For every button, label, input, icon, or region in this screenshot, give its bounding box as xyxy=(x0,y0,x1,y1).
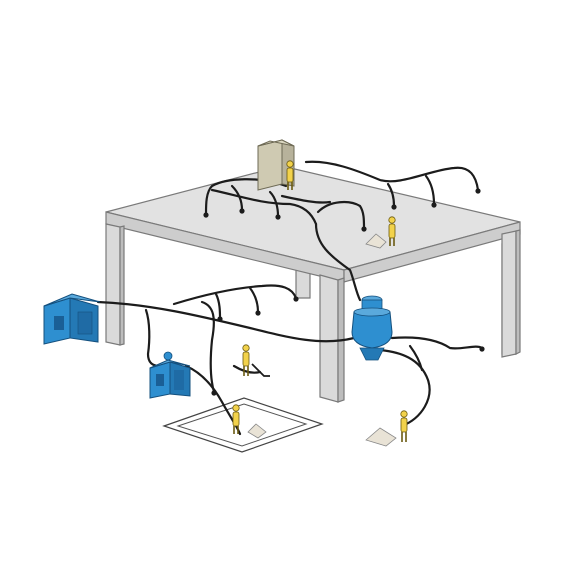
material-pile xyxy=(365,427,397,447)
worker-at-cabinet xyxy=(286,160,294,190)
hose-network-lower xyxy=(96,284,484,436)
mobile-vacuum-unit xyxy=(149,351,191,399)
material-pile xyxy=(247,423,267,439)
cyclone-separator xyxy=(351,295,393,361)
worker-on-platform xyxy=(365,216,396,249)
hose-drop-ends-upper xyxy=(203,188,481,232)
material-pile xyxy=(365,233,387,249)
floor-pit xyxy=(162,397,324,453)
central-vacuum-unit xyxy=(43,293,101,345)
worker-in-pit xyxy=(232,404,267,439)
table-leg-front-center xyxy=(319,274,339,403)
hose-network-upper xyxy=(204,160,480,302)
table-leg-front-right xyxy=(501,230,517,358)
worker-under-platform xyxy=(242,344,270,377)
table-leg-front-left xyxy=(105,223,121,346)
hose-drop-ends-lower xyxy=(211,296,485,396)
worker-floor-right xyxy=(365,410,408,447)
